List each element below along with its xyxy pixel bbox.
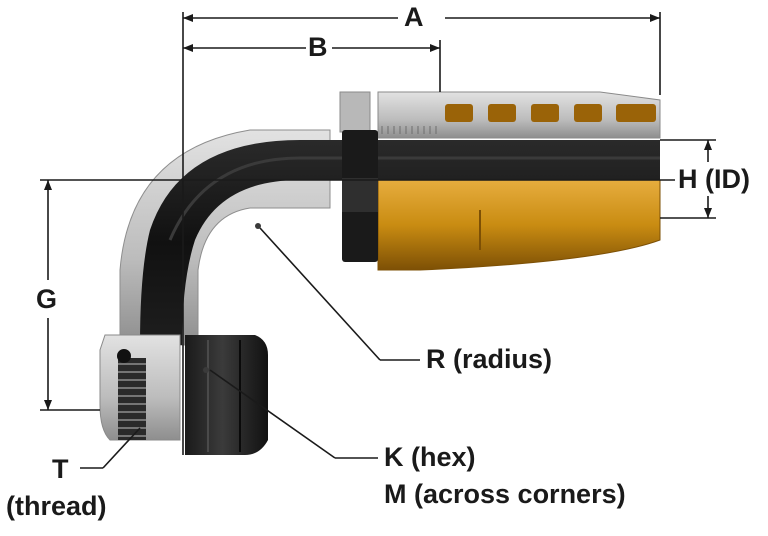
thread-end <box>99 334 181 441</box>
socket-serrations <box>445 104 656 122</box>
socket-gold <box>377 179 661 271</box>
dimension-lines <box>40 12 716 469</box>
k-leader-dot <box>203 367 209 373</box>
swivel-nut-hex <box>185 335 268 455</box>
label-h-id: H (ID) <box>678 164 750 194</box>
label-m-across-corners: M (across corners) <box>384 479 626 509</box>
label-b: B <box>308 32 328 62</box>
label-thread: (thread) <box>6 491 107 521</box>
arrowheads <box>44 14 712 410</box>
sleeve-thread-ticks <box>381 126 437 134</box>
hose-black <box>140 140 660 345</box>
label-t: T <box>52 454 69 484</box>
label-g: G <box>36 284 58 314</box>
o-ring <box>117 349 131 363</box>
label-r-radius: R (radius) <box>426 344 553 374</box>
socket-hex <box>342 130 378 262</box>
socket-sleeve-silver <box>377 91 661 139</box>
label-a: A <box>404 2 424 32</box>
r-leader-dot <box>255 223 261 229</box>
label-k-hex: K (hex) <box>384 442 476 472</box>
